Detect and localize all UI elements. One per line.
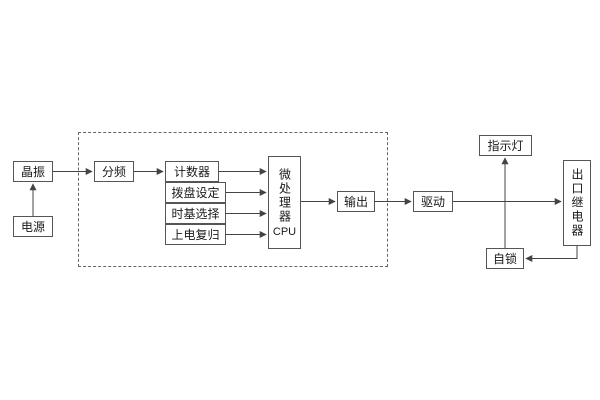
node-microprocessor-cpu: 微处理器 CPU — [268, 156, 301, 249]
node-outlet-relay: 出口继电器 — [563, 160, 591, 246]
node-self-lock: 自锁 — [486, 248, 524, 269]
node-crystal-oscillator: 晶振 — [13, 161, 53, 182]
connector-relay-to-selflock — [525, 246, 578, 262]
node-drive: 驱动 — [413, 191, 453, 212]
node-timebase-select: 时基选择 — [165, 203, 226, 224]
node-indicator-lamp: 指示灯 — [479, 135, 532, 156]
node-dial-setting: 拨盘设定 — [165, 182, 226, 203]
cpu-label-sub: CPU — [272, 225, 297, 238]
digital-section-frame — [78, 132, 388, 267]
node-output: 输出 — [337, 191, 375, 212]
cpu-label-vertical: 微处理器 — [277, 167, 292, 224]
node-counter: 计数器 — [165, 161, 219, 182]
node-power-on-reset: 上电复归 — [165, 224, 226, 245]
node-power-supply: 电源 — [13, 216, 53, 237]
node-frequency-divider: 分频 — [94, 161, 134, 182]
